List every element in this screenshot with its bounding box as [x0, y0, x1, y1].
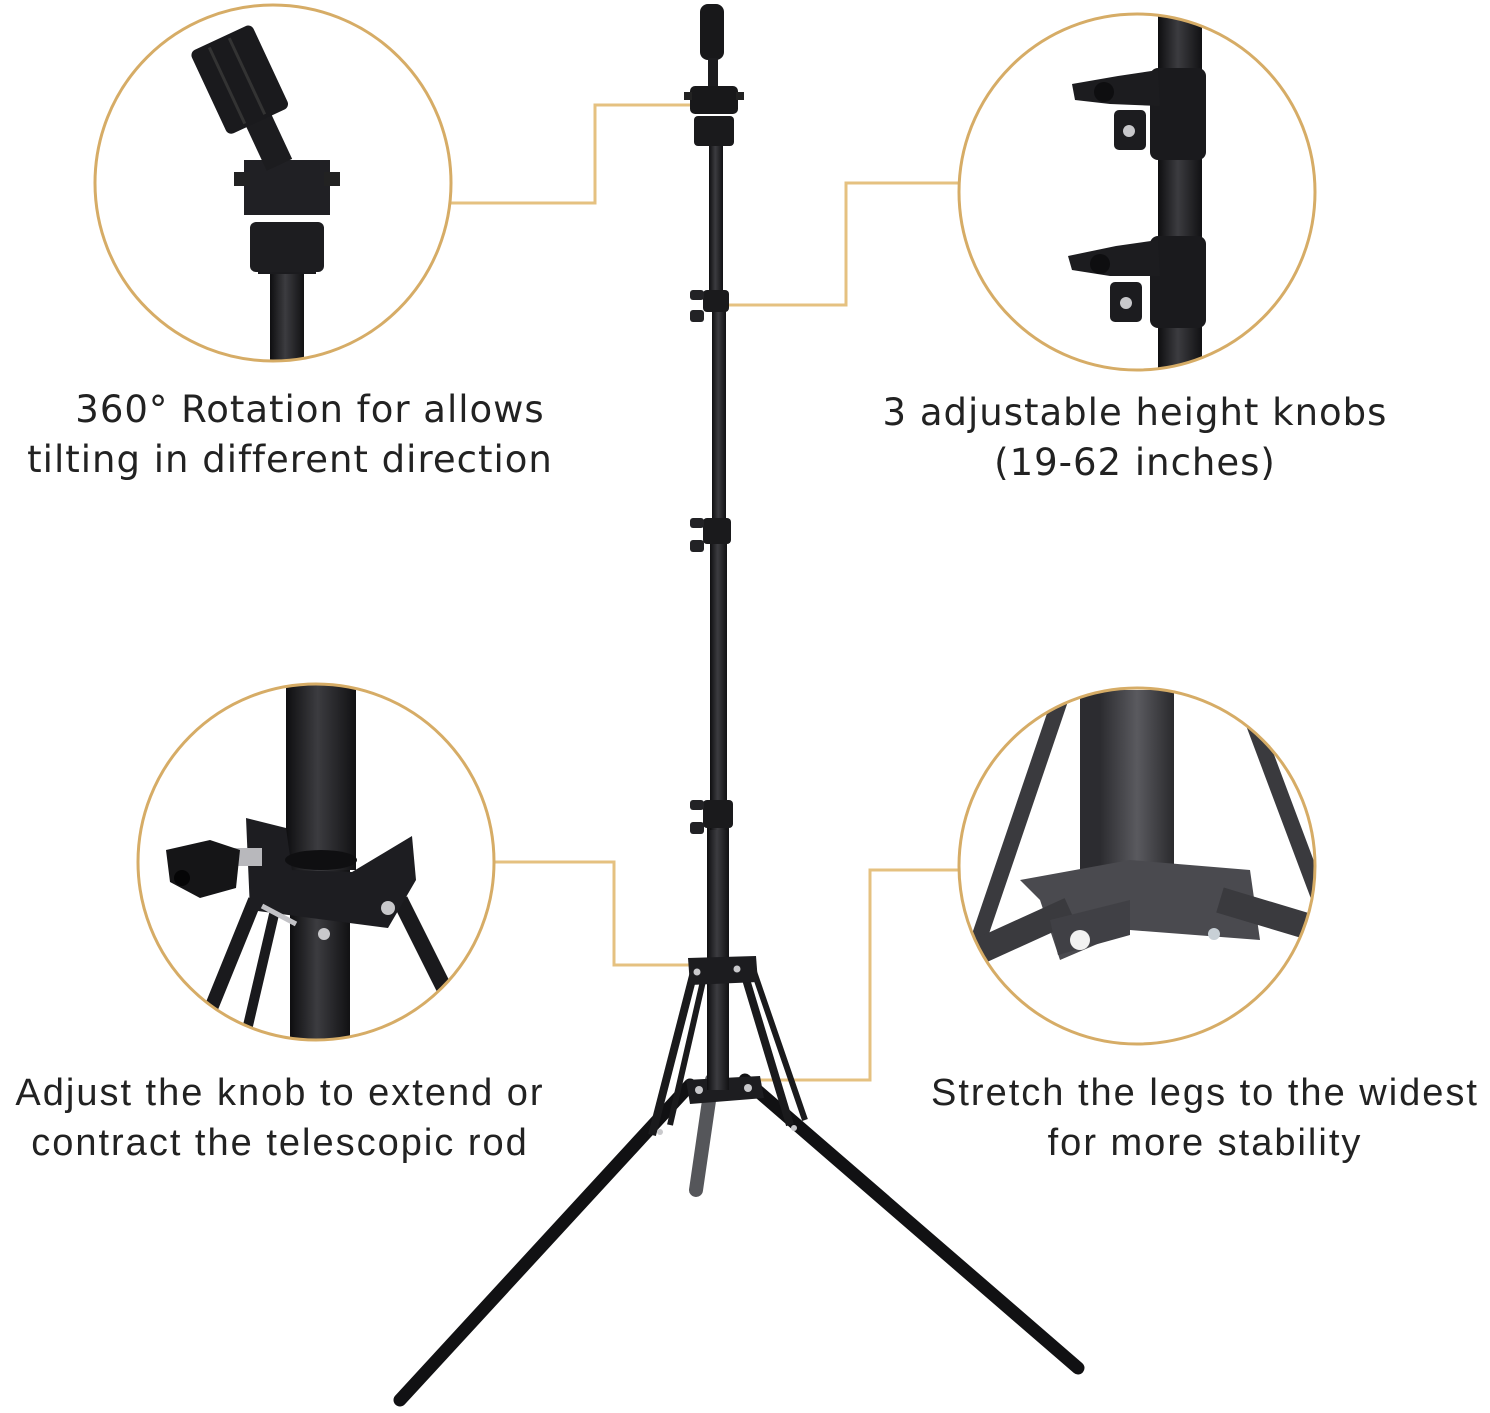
caption-rotation-line-2: tilting in different direction	[27, 438, 553, 481]
caption-rotation-line-1: 360° Rotation for allows	[75, 388, 545, 431]
caption-rotation: 360° Rotation for allows tilting in diff…	[0, 385, 580, 485]
caption-extension-knob-line-2: contract the telescopic rod	[31, 1122, 529, 1164]
caption-height-knobs: 3 adjustable height knobs (19-62 inches)	[850, 388, 1420, 488]
caption-height-knobs-line-2: (19-62 inches)	[994, 441, 1276, 484]
height-knob-1	[690, 290, 729, 322]
caption-extension-knob: Adjust the knob to extend or contract th…	[0, 1068, 560, 1168]
callout-circle-bottom-left	[136, 682, 496, 1042]
callout-circle-top-left	[93, 3, 453, 363]
caption-extension-knob-line-1: Adjust the knob to extend or	[15, 1072, 545, 1114]
connector-lines	[451, 103, 958, 1082]
connector-bottom-right	[760, 868, 958, 1082]
caption-leg-stability: Stretch the legs to the widest for more …	[910, 1068, 1490, 1168]
connector-top-left	[451, 103, 690, 205]
height-knob-2	[690, 518, 731, 552]
callout-circle-top-right	[957, 12, 1317, 372]
tripod-stand	[393, 4, 1085, 1407]
caption-leg-stability-line-1: Stretch the legs to the widest	[931, 1072, 1479, 1114]
height-knob-3	[690, 800, 733, 834]
caption-height-knobs-line-1: 3 adjustable height knobs	[882, 391, 1388, 434]
connector-top-right	[728, 181, 958, 307]
caption-leg-stability-line-2: for more stability	[1047, 1122, 1363, 1164]
callout-circle-bottom-right	[957, 686, 1317, 1046]
connector-bottom-left	[495, 860, 690, 967]
rotating-head	[684, 4, 744, 146]
